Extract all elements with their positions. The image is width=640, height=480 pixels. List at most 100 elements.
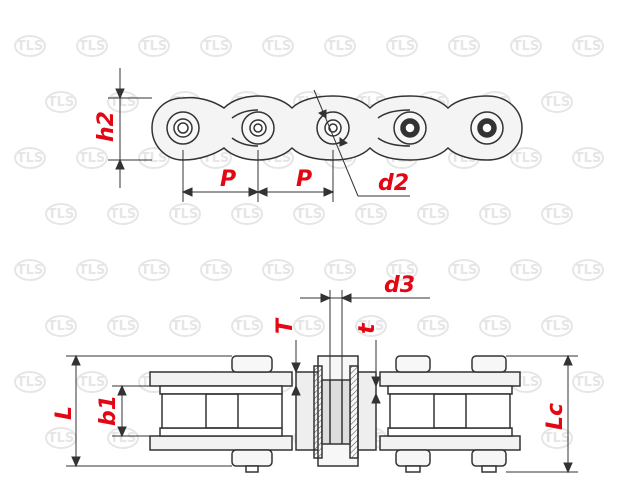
watermark-logo: TLS [479,315,511,337]
watermark-logo: TLS [169,203,201,225]
svg-text:TLS: TLS [203,39,230,54]
label-p-right: P [296,167,312,192]
watermark-logo: TLS [231,203,263,225]
watermark-logo: TLS [417,315,449,337]
label-b1: b1 [96,395,121,426]
top-dimensions [108,68,410,202]
svg-text:TLS: TLS [389,39,416,54]
inner-plate [159,427,283,437]
svg-text:TLS: TLS [17,39,44,54]
pin-head [395,355,431,373]
roller-body [237,393,283,429]
label-d2: d2 [378,171,409,196]
svg-text:TLS: TLS [575,151,602,166]
svg-text:TLS: TLS [544,95,571,110]
chain-top-view [149,355,521,473]
chain-side-view [151,95,523,161]
watermark-logo: TLS [510,259,542,281]
svg-text:TLS: TLS [48,431,75,446]
watermark-logo: TLS [76,259,108,281]
svg-text:TLS: TLS [420,207,447,222]
svg-text:TLS: TLS [265,39,292,54]
svg-text:TLS: TLS [17,375,44,390]
svg-text:TLS: TLS [296,319,323,334]
watermark-logo: TLS [293,315,325,337]
svg-text:TLS: TLS [327,39,354,54]
roller-body [465,393,511,429]
pin-hole [253,123,263,133]
watermark-logo: TLS [572,147,604,169]
svg-text:TLS: TLS [451,263,478,278]
svg-text:TLS: TLS [575,375,602,390]
label-L: L [52,406,77,420]
pin-hole [404,122,416,134]
svg-text:TLS: TLS [389,263,416,278]
pin-end [245,465,259,473]
watermark-logo: TLS [169,315,201,337]
watermark-logo: TLS [14,371,46,393]
svg-text:TLS: TLS [48,207,75,222]
svg-text:TLS: TLS [48,95,75,110]
svg-text:TLS: TLS [234,319,261,334]
watermark-logo: TLS [262,259,294,281]
svg-text:TLS: TLS [296,207,323,222]
watermark-logo: TLS [541,91,573,113]
watermark-logo: TLS [541,315,573,337]
label-T: T [273,317,298,334]
watermark-logo: TLS [355,315,387,337]
svg-text:TLS: TLS [575,263,602,278]
watermark-logo: TLS [572,371,604,393]
pin-end [405,465,421,473]
svg-text:TLS: TLS [110,431,137,446]
bottom-dimensions [66,290,578,474]
watermark-logo: TLS [14,259,46,281]
watermark-logo: TLS [138,147,170,169]
svg-text:TLS: TLS [110,207,137,222]
svg-text:TLS: TLS [451,39,478,54]
watermark-logo: TLS [14,147,46,169]
inner-plate-line [377,137,411,147]
svg-text:TLS: TLS [327,263,354,278]
svg-text:TLS: TLS [79,375,106,390]
svg-text:TLS: TLS [544,431,571,446]
inner-plate [387,427,513,437]
pin-core [321,379,351,445]
watermark-logo: TLS [231,315,263,337]
watermark-logo: TLS [448,35,480,57]
watermark-logo: TLS [138,35,170,57]
svg-text:TLS: TLS [110,95,137,110]
svg-text:TLS: TLS [482,319,509,334]
svg-text:TLS: TLS [482,207,509,222]
inner-plate [387,385,513,395]
watermark-logo: TLS [541,427,573,449]
label-Lc: Lc [543,403,568,430]
watermark-logo: TLS [76,371,108,393]
watermark-logo: TLS [45,315,77,337]
pin-head [231,355,273,373]
label-h2: h2 [94,111,119,142]
label-p-left: P [220,167,236,192]
outer-plate [149,371,293,387]
watermark-logo: TLS [510,147,542,169]
watermark-logo: TLS [138,259,170,281]
watermark-logo: TLS [479,203,511,225]
svg-text:TLS: TLS [79,39,106,54]
svg-text:TLS: TLS [203,263,230,278]
watermark-logo: TLS [417,203,449,225]
pin-head [231,449,273,467]
svg-text:TLS: TLS [513,263,540,278]
watermark-logo: TLS [293,203,325,225]
watermark-logo: TLS [107,203,139,225]
svg-text:TLS: TLS [513,39,540,54]
svg-text:TLS: TLS [172,319,199,334]
watermark-logo: TLS [200,259,232,281]
hatched-plate [313,365,323,459]
svg-text:TLS: TLS [265,263,292,278]
watermark-logo: TLS [448,259,480,281]
watermark-logo: TLS [200,35,232,57]
pin-hole [177,122,189,134]
svg-text:TLS: TLS [234,207,261,222]
pin-hole [481,122,493,134]
svg-text:TLS: TLS [79,263,106,278]
watermark-logo: TLS [45,203,77,225]
